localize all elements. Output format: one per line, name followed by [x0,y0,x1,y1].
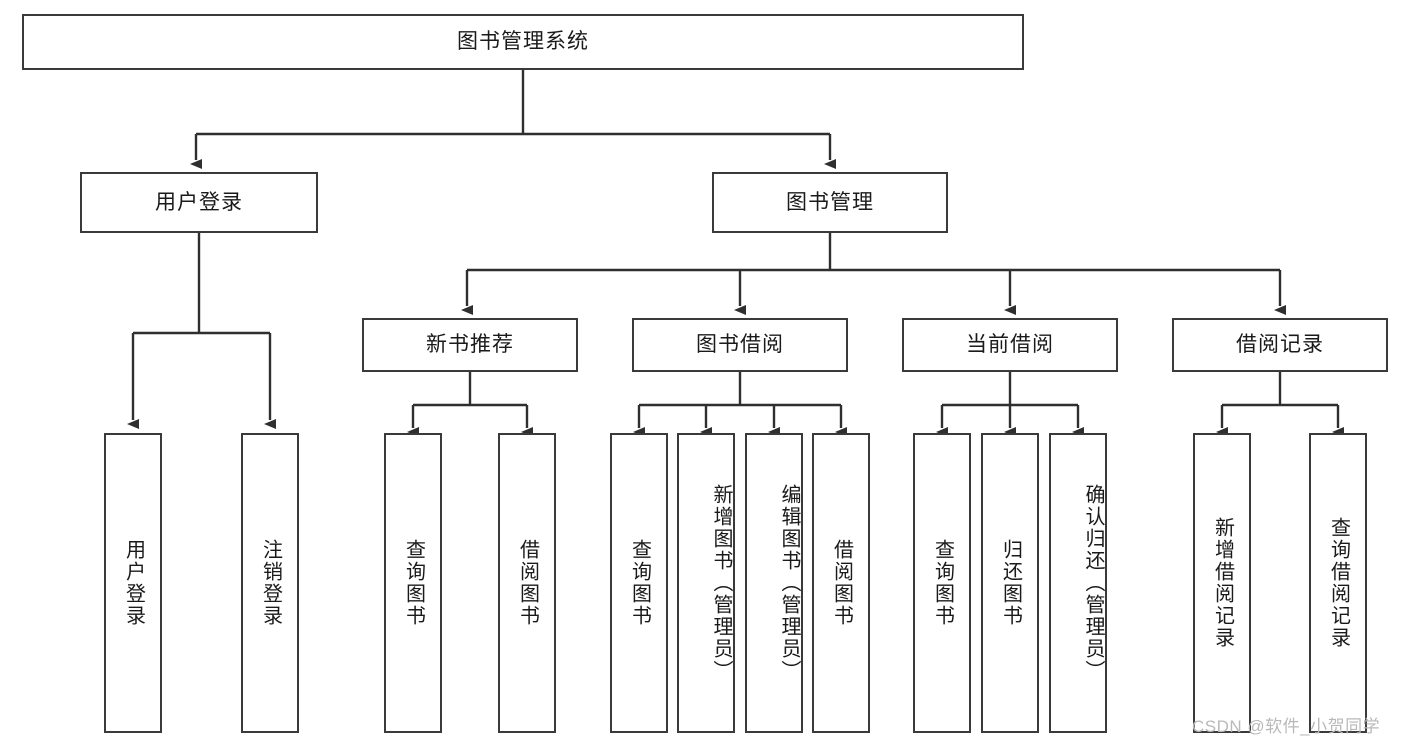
node-label: 借阅记录 [1236,333,1324,357]
node-book-management-system[interactable]: 图书管理系统 [22,14,1024,70]
leaf-query-book-recommend[interactable]: 查询图书 [384,433,442,733]
leaf-confirm-return-admin[interactable]: 确认归还（管理员） [1049,433,1107,733]
node-label: 查询图书 [931,539,954,627]
leaf-edit-book-admin[interactable]: 编辑图书（管理员） [745,433,803,733]
node-new-book-recommend[interactable]: 新书推荐 [362,318,578,372]
leaf-logout[interactable]: 注销登录 [241,433,299,733]
leaf-borrow-book[interactable]: 借阅图书 [812,433,870,733]
node-label: 图书管理系统 [457,30,589,54]
leaf-return-book[interactable]: 归还图书 [981,433,1039,733]
leaf-query-book-current[interactable]: 查询图书 [913,433,971,733]
node-borrow-record[interactable]: 借阅记录 [1172,318,1388,372]
node-label: 借阅图书 [516,539,539,627]
node-label: 新书推荐 [426,333,514,357]
leaf-add-borrow-record[interactable]: 新增借阅记录 [1193,433,1251,733]
leaf-user-login[interactable]: 用户登录 [104,433,162,733]
node-label: 编辑图书（管理员） [778,484,800,682]
node-label: 查询图书 [402,539,425,627]
leaf-borrow-book-recommend[interactable]: 借阅图书 [498,433,556,733]
node-label: 确认归还（管理员） [1082,484,1104,682]
leaf-add-book-admin[interactable]: 新增图书（管理员） [677,433,735,733]
node-label: 用户登录 [155,190,243,214]
leaf-query-book-borrow[interactable]: 查询图书 [610,433,668,733]
node-label: 借阅图书 [830,539,853,627]
node-user-login[interactable]: 用户登录 [80,172,318,233]
node-label: 归还图书 [999,539,1022,627]
node-label: 用户登录 [122,539,145,627]
node-label: 图书管理 [786,190,874,214]
node-label: 查询借阅记录 [1327,517,1350,649]
leaf-query-borrow-record[interactable]: 查询借阅记录 [1309,433,1367,733]
node-label: 图书借阅 [696,333,784,357]
node-label: 注销登录 [259,539,282,627]
node-label: 新增图书（管理员） [710,484,732,682]
node-current-borrow[interactable]: 当前借阅 [902,318,1118,372]
csdn-watermark: CSDN @软件_小贺同学 [1192,717,1381,736]
node-book-borrow[interactable]: 图书借阅 [632,318,848,372]
node-book-management[interactable]: 图书管理 [712,172,948,233]
node-label: 当前借阅 [966,333,1054,357]
node-label: 查询图书 [628,539,651,627]
node-label: 新增借阅记录 [1211,517,1234,649]
